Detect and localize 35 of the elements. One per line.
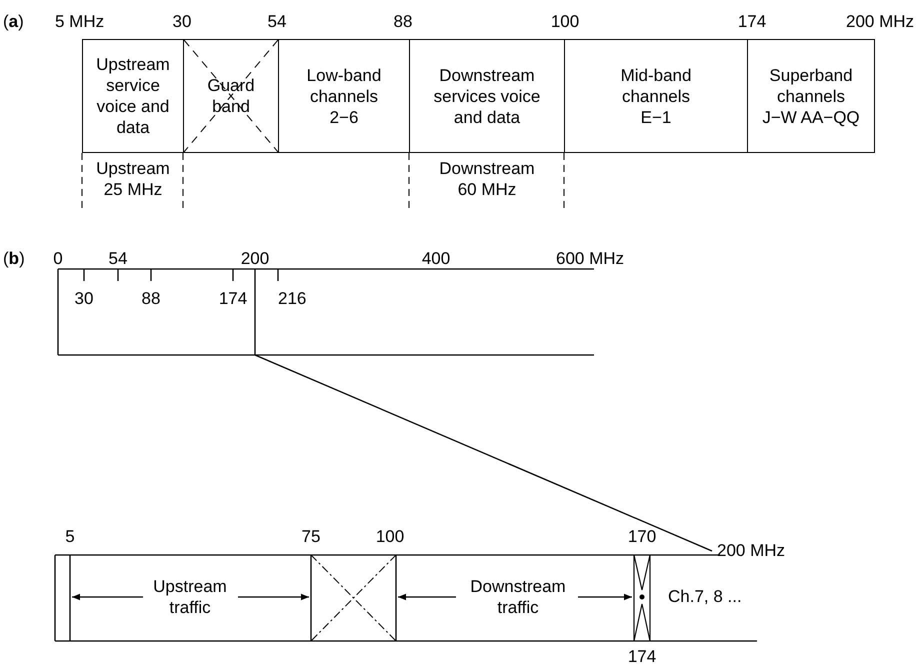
band-label: Downstream traffic (469, 576, 567, 618)
frequency-label: 200 MHz (717, 540, 786, 561)
frequency-label: 600 MHz (556, 248, 624, 269)
frequency-label: 400 (422, 248, 450, 269)
band-cell: Low-band channels 2−6 (278, 39, 410, 153)
frequency-label: 170 (628, 526, 656, 547)
frequency-label: 30 (74, 288, 94, 309)
guard-band-cell: Guard band (183, 39, 279, 153)
frequency-label: 54 (268, 11, 286, 32)
frequency-label: 174 (628, 646, 656, 667)
frequency-label: 0 (53, 248, 63, 269)
band-label: Upstream traffic (152, 576, 228, 618)
frequency-label: 216 (278, 288, 306, 309)
frequency-label: 75 (302, 526, 320, 547)
panel-letter: (a) (3, 11, 24, 32)
frequency-label: 100 (550, 11, 580, 32)
band-cell: Downstream services voice and data (409, 39, 565, 153)
band-cell: Mid-band channels E−1 (564, 39, 748, 153)
frequency-label: 100 (376, 526, 404, 547)
frequency-label: 200 (240, 248, 270, 269)
frequency-label: 88 (142, 288, 160, 309)
band-cell: Superband channels J−W AA−QQ (747, 39, 875, 153)
frequency-label: 200 MHz (846, 11, 914, 32)
frequency-label: 54 (108, 248, 128, 269)
band-cell: Upstream service voice and data (82, 39, 184, 153)
band-label: Ch.7, 8 ... (668, 586, 742, 607)
frequency-label: 30 (172, 11, 192, 32)
panel-letter: (b) (3, 248, 25, 269)
frequency-label: 174 (738, 11, 766, 32)
frequency-label: 88 (394, 11, 412, 32)
bandwidth-label: Upstream 25 MHz (95, 158, 171, 200)
frequency-label: 174 (218, 288, 248, 309)
frequency-label: 5 (65, 526, 75, 547)
bandwidth-label: Downstream 60 MHz (438, 158, 536, 200)
frequency-label: 5 MHz (55, 11, 104, 32)
